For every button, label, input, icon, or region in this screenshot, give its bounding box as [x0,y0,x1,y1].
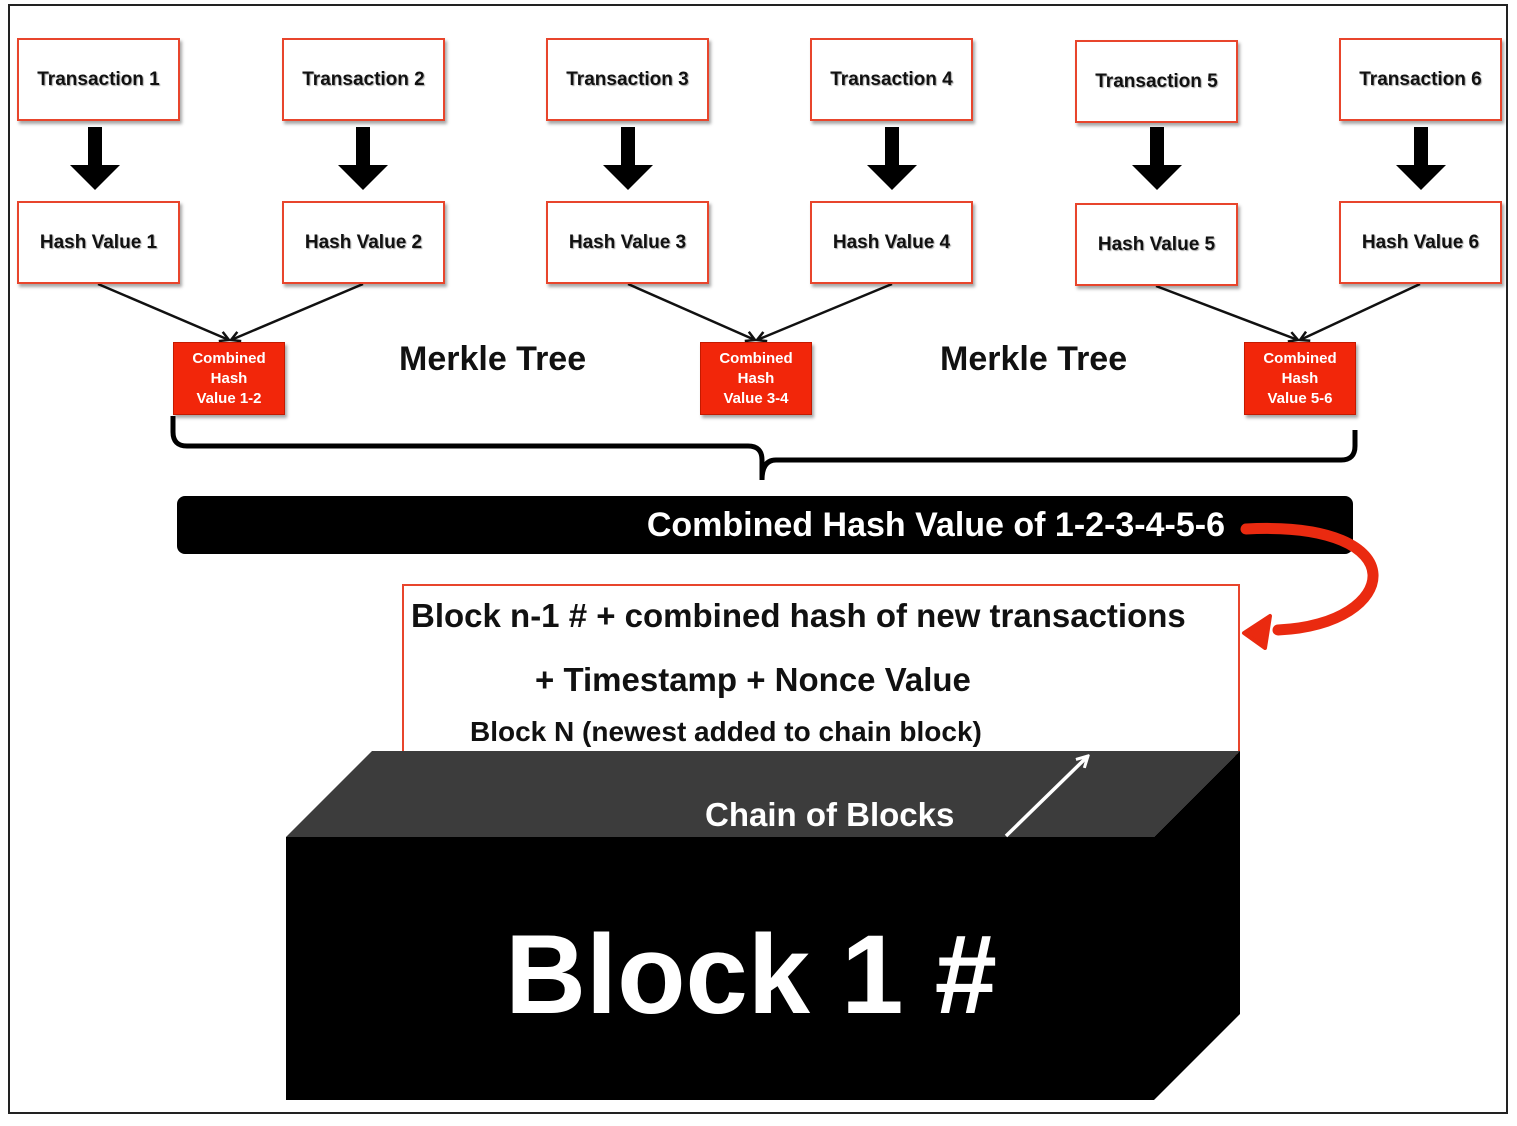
transaction-box-6: Transaction 6 [1339,38,1502,121]
merge-line-5 [1155,284,1298,340]
down-arrows [70,127,1446,190]
chain-of-blocks-label: Chain of Blocks [705,796,955,833]
transaction-box-1: Transaction 1 [17,38,180,121]
down-arrow-3 [603,127,653,190]
curly-brace [170,416,1358,481]
block-side-face [1154,751,1240,1100]
block-top-face [286,751,1240,837]
hash-box-3: Hash Value 3 [546,201,709,284]
combined-line-3: Value 5-6 [1267,389,1333,407]
curved-red-arrow [1240,522,1379,636]
transaction-box-5: Transaction 5 [1075,40,1238,123]
merge-line-4 [757,282,893,340]
combined-line-2: Hash [1281,369,1319,387]
down-arrow-2 [338,127,388,190]
transaction-label: Transaction 4 [830,68,953,90]
hash-label: Hash Value 3 [568,231,687,253]
block-n-line-2: + Timestamp + Nonce Value [535,661,971,698]
combined-line-3: Value 1-2 [196,389,262,407]
transaction-label: Transaction 5 [1095,70,1218,92]
hash-box-2: Hash Value 2 [282,201,445,284]
transaction-box-2: Transaction 2 [282,38,445,121]
merge-line-6 [1300,282,1421,340]
hash-label: Hash Value 1 [39,231,158,253]
block-1-label: Block 1 # [505,912,997,1037]
transaction-box-4: Transaction 4 [810,38,973,121]
transaction-box-3: Transaction 3 [546,38,709,121]
merge-line-1 [97,282,229,340]
hash-label: Hash Value 5 [1097,233,1216,255]
combined-line-2: Hash [737,369,775,387]
hash-box-5: Hash Value 5 [1075,203,1238,286]
transaction-label: Transaction 6 [1359,68,1482,90]
merge-line-3 [627,282,755,340]
merkle-tree-label-left: Merkle Tree [399,340,587,378]
white-arrow [1004,756,1088,838]
down-arrow-5 [1132,127,1182,190]
block-n-line-3: Block N (newest added to chain block) [470,716,982,747]
down-arrow-6 [1396,127,1446,190]
hash-box-6: Hash Value 6 [1339,201,1502,284]
root-bar-shape [177,496,1353,554]
hash-box-1: Hash Value 1 [17,201,180,284]
block-n-line-1: Block n-1 # + combined hash of new trans… [411,597,1186,634]
combined-line-1: Combined [1263,349,1337,367]
merkle-tree-label-right: Merkle Tree [940,340,1128,378]
hash-label: Hash Value 4 [832,231,951,253]
block-front-face [286,837,1154,1100]
transaction-label: Transaction 2 [302,68,425,90]
down-arrow-1 [70,127,120,190]
transaction-label: Transaction 1 [37,68,160,90]
combined-line-2: Hash [210,369,248,387]
combined-line-1: Combined [192,349,266,367]
combined-line-3: Value 3-4 [723,389,789,407]
curved-red-arrowhead [1242,614,1272,650]
down-arrow-4 [867,127,917,190]
merge-line-2 [231,282,364,340]
hash-box-4: Hash Value 4 [810,201,973,284]
transaction-label: Transaction 3 [566,68,689,90]
hash-label: Hash Value 6 [1361,231,1480,253]
combined-line-1: Combined [719,349,793,367]
hash-label: Hash Value 2 [304,231,423,253]
root-bar-label: Combined Hash Value of 1-2-3-4-5-6 [646,506,1225,544]
merge-lines [97,282,1421,340]
block-1-solid [286,751,1240,1100]
